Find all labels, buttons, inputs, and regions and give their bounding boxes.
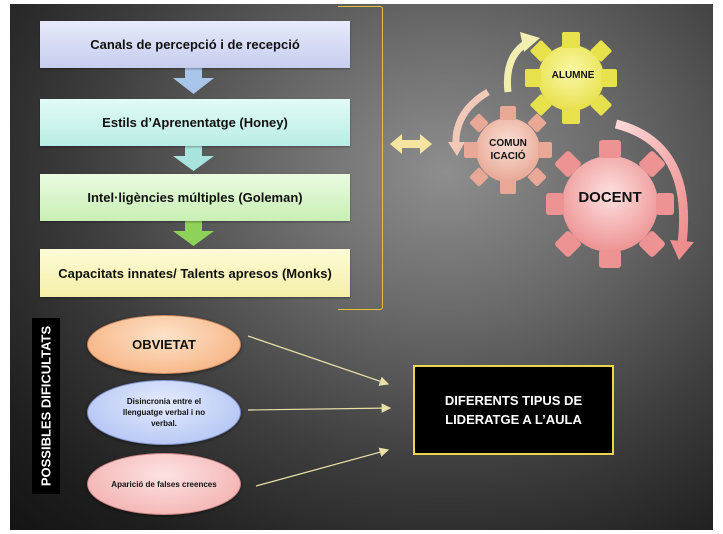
gear-alumne [525, 32, 617, 124]
result-box: DIFERENTS TIPUS DE LIDERATGE A L’AULA [413, 365, 614, 455]
stage-box-estils: Estils d’Aprenentatge (Honey) [40, 99, 350, 146]
stage-box-capacitats: Capacitats innates/ Talents apresos (Mon… [40, 249, 350, 297]
stage-box-canals: Canals de percepció i de recepció [40, 21, 350, 68]
cycle-arrow-left [448, 88, 490, 156]
stage-arrow-3 [173, 221, 214, 246]
connector-obvietat [247, 335, 390, 386]
slide-canvas: Canals de percepció i de recepció Estils… [10, 4, 713, 530]
double-arrow-icon [390, 134, 432, 154]
gear-label-alumne: ALUMNE [551, 70, 595, 81]
difficulty-oval-obvietat: OBVIETAT [87, 315, 241, 374]
gear-label-line: COMUN [489, 138, 527, 149]
connector-disincronia [247, 403, 392, 413]
stage-arrow-2 [173, 146, 214, 171]
stage-box-intelligencies: Intel·ligències múltiples (Goleman) [40, 174, 350, 221]
gear-label-line: ICACIÓ [490, 151, 526, 162]
gear-docent [546, 140, 674, 268]
gear-comunicacio [464, 106, 552, 194]
connector-falses-creences [255, 447, 390, 487]
cycle-arrow-top [503, 32, 540, 93]
difficulty-oval-falses-creences: Aparició de falses creences [87, 453, 241, 515]
stage-label: Estils d’Aprenentatge (Honey) [102, 115, 288, 130]
diagram-graphics [173, 32, 694, 487]
difficulty-oval-disincronia: Disincronia entre el llenguatge verbal i… [87, 380, 241, 445]
difficulties-title: POSSIBLES DIFICULTATS [38, 325, 54, 487]
group-bracket [338, 6, 383, 310]
gear-label-comunicacio: COMUN ICACIÓ [480, 137, 536, 163]
difficulties-title-bar: POSSIBLES DIFICULTATS [32, 318, 60, 494]
difficulty-label: Disincronia entre el llenguatge verbal i… [122, 397, 206, 428]
difficulty-label: Aparició de falses creences [111, 479, 217, 489]
result-label: DIFERENTS TIPUS DE LIDERATGE A L’AULA [444, 393, 583, 427]
stage-label: Canals de percepció i de recepció [90, 37, 300, 52]
difficulty-label: OBVIETAT [132, 337, 196, 352]
stage-arrow-1 [173, 68, 214, 94]
stage-label: Intel·ligències múltiples (Goleman) [87, 190, 303, 205]
gear-label-docent: DOCENT [578, 189, 642, 206]
stage-label: Capacitats innates/ Talents apresos (Mon… [58, 265, 332, 281]
cycle-arrow-right [614, 119, 694, 260]
